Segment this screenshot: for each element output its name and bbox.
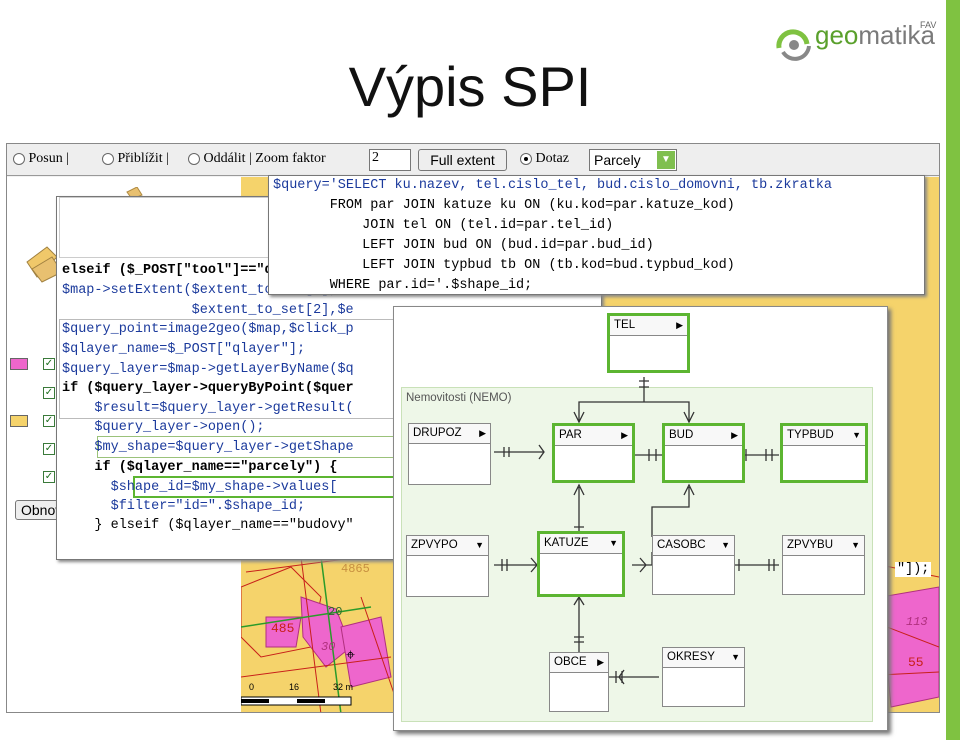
layer-checkbox[interactable]: ✓: [43, 471, 55, 483]
code-line: } elseif ($qlayer_name=="budovy": [62, 518, 354, 533]
sql-line: LEFT JOIN typbud tb ON (tb.kod=bud.typbu…: [273, 258, 735, 273]
code-line: $filter="id=".$shape_id;: [62, 499, 306, 514]
code-line: $shape_id=$my_shape->values[: [62, 480, 338, 495]
scale-tick: 0: [249, 682, 255, 692]
chevron-down-icon[interactable]: ▼: [657, 151, 675, 169]
entity-tel[interactable]: TEL▶: [607, 313, 690, 373]
code-line: $qlayer_name=$_POST["qlayer"];: [62, 342, 306, 357]
code-highlight: [59, 197, 269, 258]
dotaz-radio[interactable]: [520, 152, 532, 165]
entity-par[interactable]: PAR▶: [552, 423, 635, 483]
code-line: if ($query_layer->queryByPoint($quer: [62, 381, 354, 396]
entity-obce[interactable]: OBCE▶: [549, 652, 609, 712]
full-extent-button[interactable]: Full extent: [418, 149, 507, 171]
expand-arrow-icon[interactable]: ▶: [676, 320, 683, 330]
expand-arrow-icon[interactable]: ▶: [621, 430, 628, 440]
map-label: 485: [271, 621, 295, 636]
slide-accent-bar: [946, 0, 960, 740]
code-line: $query_layer->open();: [62, 420, 265, 435]
sql-line: WHERE par.id='.$shape_id;: [273, 278, 533, 293]
tool-posun[interactable]: Posun |: [13, 151, 69, 167]
code-line: $result=$query_layer->getResult(: [62, 401, 354, 416]
code-line: $extent_to_set[2],$e: [62, 303, 354, 318]
slide-title: Výpis SPI: [348, 55, 592, 118]
entity-bud[interactable]: BUD▶: [662, 423, 745, 483]
map-label: 30: [321, 640, 336, 654]
tool-dotaz[interactable]: Dotaz: [520, 151, 569, 167]
er-relationships: [494, 377, 779, 685]
sql-line: FROM par JOIN katuze ku ON (ku.kod=par.k…: [273, 198, 735, 213]
map-label: 113: [906, 615, 928, 629]
layer-select[interactable]: Parcely▼: [589, 149, 677, 171]
sql-line: LEFT JOIN bud ON (bud.id=par.bud_id): [273, 238, 654, 253]
oddalit-radio[interactable]: [188, 152, 200, 165]
logo-wordmark: geomatika: [815, 20, 935, 50]
posun-radio[interactable]: [13, 152, 25, 165]
code-line: $my_shape=$query_layer->getShape: [62, 440, 354, 455]
scale-tick: 32 m: [333, 682, 354, 692]
legend-building-swatch: [10, 415, 28, 427]
entity-drupoz[interactable]: DRUPOZ▶: [408, 423, 491, 485]
code-tail: "]);: [895, 562, 932, 577]
dropdown-arrow-icon[interactable]: ▼: [475, 540, 484, 550]
tool-priblizit[interactable]: Přiblížit |: [102, 151, 169, 167]
layer-checkbox[interactable]: ✓: [43, 415, 55, 427]
sql-line: $query='SELECT ku.nazev, tel.cislo_tel, …: [273, 178, 832, 193]
logo-superscript: FAV: [920, 20, 937, 30]
code-line: $query_layer=$map->getLayerByName($q: [62, 362, 354, 377]
map-label: 4865: [341, 562, 370, 576]
dropdown-arrow-icon[interactable]: ▼: [609, 538, 618, 548]
refresh-button[interactable]: Obnov: [15, 500, 69, 520]
entity-katuze[interactable]: KATUZE▼: [537, 531, 625, 597]
map-toolbar: Posun | Přiblížit | Oddálit | Zoom fakto…: [7, 144, 939, 176]
entity-okresy[interactable]: OKRESY▼: [662, 647, 745, 707]
entity-zpvybu[interactable]: ZPVYBU▼: [782, 535, 865, 595]
legend-parcel-swatch: [10, 358, 28, 370]
query-cursor-icon: ⌖: [346, 647, 356, 664]
priblizit-radio[interactable]: [102, 152, 114, 165]
map-label: 55: [908, 655, 924, 670]
sql-query-window: $query='SELECT ku.nazev, tel.cislo_tel, …: [268, 175, 925, 295]
overview-map: [26, 187, 143, 283]
dropdown-arrow-icon[interactable]: ▼: [852, 430, 861, 440]
entity-zpvypo[interactable]: ZPVYPO▼: [406, 535, 489, 597]
tool-oddalit[interactable]: Oddálit | Zoom faktor: [188, 151, 326, 167]
sql-line: JOIN tel ON (tel.id=par.tel_id): [273, 218, 614, 233]
zoom-factor-input[interactable]: 2: [369, 149, 411, 171]
code-line: if ($qlayer_name=="parcely") {: [62, 460, 338, 475]
layer-checkbox[interactable]: ✓: [43, 387, 55, 399]
scale-tick: 16: [289, 682, 300, 692]
entity-casobc[interactable]: CASOBC▼: [652, 535, 735, 595]
code-line: $query_point=image2geo($map,$click_p: [62, 322, 354, 337]
expand-arrow-icon[interactable]: ▶: [479, 428, 486, 438]
layer-checkbox[interactable]: ✓: [43, 443, 55, 455]
dropdown-arrow-icon[interactable]: ▼: [851, 540, 860, 550]
geomatika-logo: [776, 29, 811, 61]
expand-arrow-icon[interactable]: ▶: [731, 430, 738, 440]
dropdown-arrow-icon[interactable]: ▼: [721, 540, 730, 550]
er-diagram-window: Nemovitosti (NEMO) TEL▶ DRUPOZ▶ PAR▶ BUD…: [393, 306, 888, 731]
map-label: 20: [328, 605, 343, 619]
entity-typbud[interactable]: TYPBUD▼: [780, 423, 868, 483]
group-label: Nemovitosti (NEMO): [406, 392, 512, 404]
expand-arrow-icon[interactable]: ▶: [597, 657, 604, 667]
dropdown-arrow-icon[interactable]: ▼: [731, 652, 740, 662]
layer-checkbox[interactable]: ✓: [43, 358, 55, 370]
